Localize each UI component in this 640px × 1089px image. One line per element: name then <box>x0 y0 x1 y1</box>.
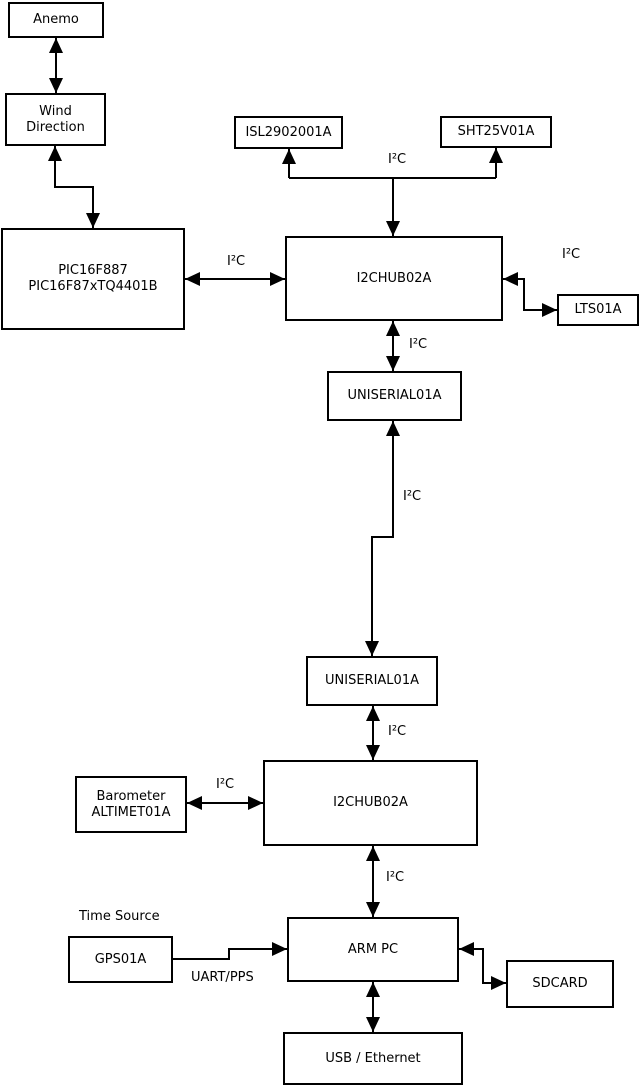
node-arm-pc: ARM PC <box>287 917 459 982</box>
edge-label-i2c-pic-hub: I²C <box>227 254 246 269</box>
edge-label-uart-pps: UART/PPS <box>191 970 254 985</box>
node-uniserial01a-bottom: UNISERIAL01A <box>306 656 438 706</box>
edge-label-i2c-bus: I²C <box>388 152 407 167</box>
node-pic16f887-label-line1: PIC16F887 <box>58 263 128 278</box>
node-sht25v01a-label: SHT25V01A <box>457 124 535 139</box>
node-anemo: Anemo <box>8 2 104 38</box>
connector-uniserial-top-uniserial-bottom <box>365 421 400 656</box>
node-sht25v01a: SHT25V01A <box>440 116 552 148</box>
node-i2chub02a-bottom: I2CHUB02A <box>263 760 478 846</box>
node-uniserial01a-bottom-label: UNISERIAL01A <box>325 673 419 688</box>
node-gps01a: GPS01A <box>68 936 173 983</box>
node-gps01a-label: GPS01A <box>94 951 147 967</box>
node-pic16f887-label-line2: PIC16F87xTQ4401B <box>28 279 158 294</box>
node-arm-pc-label: ARM PC <box>347 941 399 957</box>
edge-label-i2c-lts: I²C <box>562 247 581 262</box>
node-uniserial01a-top-label: UNISERIAL01A <box>347 388 442 403</box>
connector-armpc-sdcard <box>459 942 506 990</box>
node-i2chub02a-top-label: I2CHUB02A <box>356 270 432 286</box>
connector-i2chub-top-lts <box>503 272 557 317</box>
node-wind-direction-label-line1: Wind <box>39 103 72 119</box>
edge-label-i2c-barometer-hub: I²C <box>216 777 235 792</box>
node-sdcard-label: SDCARD <box>532 976 588 991</box>
node-uniserial01a-top: UNISERIAL01A <box>327 371 462 421</box>
connector-wind-direction-pic <box>48 146 100 228</box>
node-i2chub02a-top: I2CHUB02A <box>285 236 503 321</box>
node-wind-direction: Wind Direction <box>5 93 106 146</box>
connector-gps-armpc <box>173 942 287 960</box>
node-lts01a: LTS01A <box>557 294 639 326</box>
node-barometer-altimet01a: Barometer ALTIMET01A <box>75 776 187 833</box>
edge-label-i2c-uniserial-link: I²C <box>403 489 422 504</box>
node-sdcard: SDCARD <box>506 960 614 1008</box>
edge-label-i2c-hub-armpc: I²C <box>386 870 405 885</box>
node-lts01a-label: LTS01A <box>574 302 622 317</box>
node-isl2902001a-label: ISL2902001A <box>245 124 332 140</box>
edge-label-time-source: Time Source <box>79 909 160 924</box>
edge-label-i2c-uniserial-hub: I²C <box>388 724 407 739</box>
edge-label-i2c-hub-uniserial: I²C <box>409 337 428 352</box>
node-i2chub02a-bottom-label: I2CHUB02A <box>333 795 408 810</box>
node-wind-direction-label-line2: Direction <box>26 119 85 135</box>
node-barometer-label-line2: ALTIMET01A <box>91 804 171 820</box>
node-barometer-label-line1: Barometer <box>96 788 166 804</box>
node-usb-ethernet: USB / Ethernet <box>283 1032 463 1085</box>
node-anemo-label: Anemo <box>33 12 79 27</box>
node-isl2902001a: ISL2902001A <box>234 116 343 149</box>
node-usb-ethernet-label: USB / Ethernet <box>325 1050 421 1066</box>
node-pic16f887: PIC16F887 PIC16F87xTQ4401B <box>1 228 185 330</box>
